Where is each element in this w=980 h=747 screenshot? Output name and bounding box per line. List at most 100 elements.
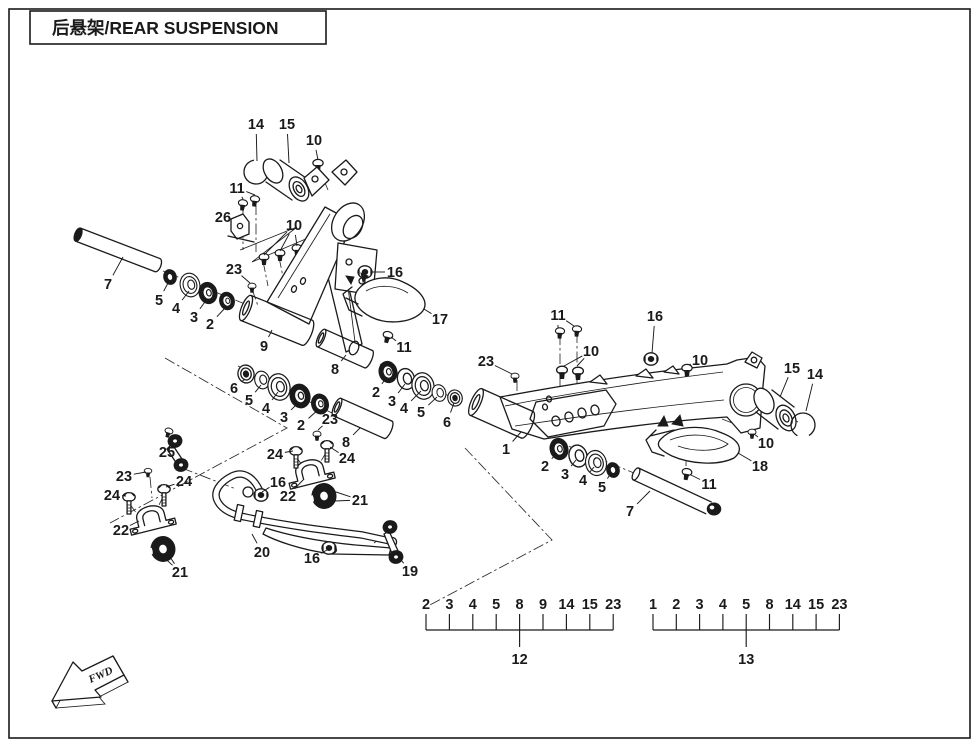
callout-22: 22 (280, 489, 296, 505)
scale-13-number: 14 (785, 597, 801, 613)
callout-9: 9 (260, 339, 268, 355)
leader-line (173, 445, 176, 448)
callout-3: 3 (280, 410, 288, 426)
callout-4: 4 (262, 401, 270, 417)
leader-line (329, 446, 339, 453)
callout-1: 1 (502, 442, 510, 458)
leader-line (290, 401, 300, 411)
leader-line (133, 471, 147, 475)
leader-line (255, 133, 258, 162)
bearing-15-left (262, 158, 310, 202)
callout-4: 4 (579, 473, 587, 489)
scale-12-number: 23 (605, 597, 621, 613)
scale-13-number: 1 (649, 597, 657, 613)
leader-line (381, 376, 388, 385)
callout-25: 25 (159, 445, 175, 461)
callout-17: 17 (432, 312, 448, 328)
scale-12-number: 4 (469, 597, 477, 613)
leader-line (589, 466, 595, 473)
callout-23: 23 (226, 262, 242, 278)
leader-line (294, 479, 304, 490)
callout-24: 24 (267, 447, 283, 463)
spacer-tube-8 (331, 397, 394, 440)
leader-line (129, 520, 140, 526)
callout-11: 11 (550, 308, 565, 324)
callout-24: 24 (176, 474, 192, 490)
callout-22: 22 (113, 523, 129, 539)
callout-15: 15 (784, 361, 800, 377)
callout-16: 16 (304, 551, 320, 567)
callout-23: 23 (478, 354, 494, 370)
leader-line (400, 559, 405, 564)
title-box (29, 10, 327, 45)
leader-line (340, 354, 347, 362)
callout-8: 8 (331, 362, 339, 378)
pivot-pin-7-left (73, 227, 163, 273)
callout-2: 2 (206, 317, 214, 333)
scale-group-label-12: 12 (512, 652, 528, 668)
callout-10: 10 (286, 218, 302, 234)
leader-line (165, 483, 175, 488)
scale-13-number: 4 (719, 597, 727, 613)
stabilizer-group (122, 426, 406, 566)
link-19 (380, 518, 406, 566)
callout-15: 15 (279, 117, 295, 133)
leader-line (410, 390, 422, 402)
callout-20: 20 (254, 545, 270, 561)
callout-14: 14 (248, 117, 264, 133)
leader-line (352, 427, 361, 436)
right-swingarm-group (468, 324, 816, 516)
callout-16: 16 (270, 475, 286, 491)
scale-12-number: 14 (558, 597, 574, 613)
scale-13-number: 2 (672, 597, 680, 613)
callout-23: 23 (322, 412, 338, 428)
callout-10: 10 (758, 436, 774, 452)
leader-line (320, 549, 328, 554)
leader-line (427, 396, 438, 406)
callout-2: 2 (297, 418, 305, 434)
leader-line (423, 308, 432, 315)
callout-10: 10 (306, 133, 322, 149)
leader-line (753, 433, 759, 438)
leader-line (688, 363, 692, 366)
leader-line (563, 355, 583, 367)
leader-line (261, 486, 270, 493)
callout-2: 2 (372, 385, 380, 401)
leader-line (251, 533, 258, 544)
spacer-tube-8 (315, 328, 374, 369)
left-swingarm-group (73, 158, 426, 369)
leader-line (294, 234, 298, 247)
callout-3: 3 (388, 394, 396, 410)
callout-24: 24 (339, 451, 355, 467)
leader-line (284, 450, 294, 453)
leader-line (317, 425, 323, 431)
page-title: 后悬架/REAR SUSPENSION (52, 18, 279, 38)
scale-12-number: 15 (582, 597, 598, 613)
leader-line (279, 233, 290, 252)
scale-13-number: 3 (696, 597, 704, 613)
bracket-26 (227, 213, 255, 243)
leader-line (112, 256, 124, 276)
leader-line (805, 383, 814, 412)
leader-line (158, 552, 173, 566)
fwd-arrow: FWD (51, 655, 129, 709)
stabilizer-bar-20 (212, 470, 398, 548)
leader-line (690, 474, 701, 480)
page-border (8, 8, 971, 739)
callout-4: 4 (400, 401, 408, 417)
scale-12-number: 5 (492, 597, 500, 613)
callout-5: 5 (155, 293, 163, 309)
leader-line (241, 275, 251, 284)
callout-11: 11 (229, 181, 244, 197)
leader-line (263, 231, 288, 256)
leader-line (737, 452, 752, 462)
leader-line (565, 320, 575, 327)
leader-line (397, 383, 406, 394)
leader-line (241, 378, 246, 383)
leader-line (779, 377, 789, 398)
leader-line (254, 384, 262, 393)
callout-3: 3 (190, 310, 198, 326)
leader-line (181, 290, 190, 301)
callout-11: 11 (396, 340, 411, 356)
